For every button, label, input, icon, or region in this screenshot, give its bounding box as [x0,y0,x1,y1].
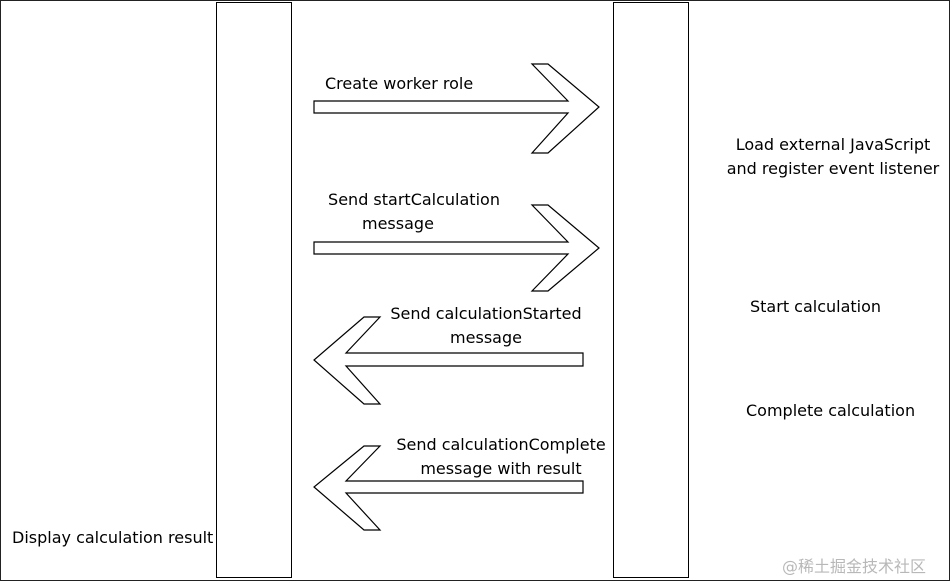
arrow-create-worker [313,63,600,154]
watermark: @稀土掘金技术社区 [782,557,927,576]
note-line: Load external JavaScript [735,135,931,154]
arrow-start-calculation [313,204,600,292]
note-start-calculation: Start calculation [750,297,882,316]
note-line: and register event listener [726,159,940,178]
message-label-start-calculation: Send startCalculation message [318,188,510,236]
message-label-line: Send startCalculation [328,190,500,209]
message-label-line: message [362,214,434,233]
message-label-line: message [450,328,522,347]
note-display-result: Display calculation result [12,528,214,547]
note-load-javascript: Load external JavaScript and register ev… [722,133,944,181]
message-label-line: Create worker role [325,74,474,93]
message-label-line: Send calculationComplete [396,435,606,454]
message-label-create-worker: Create worker role [325,72,473,96]
message-label-line: Send calculationStarted [390,304,582,323]
message-label-calculation-started: Send calculationStarted message [386,302,586,350]
message-label-calculation-complete: Send calculationComplete message with re… [386,433,616,481]
worker-lifeline [613,2,689,578]
main-thread-lifeline [216,2,292,578]
arrow-calculation-complete [313,445,584,531]
note-complete-calculation: Complete calculation [746,401,916,420]
message-label-line: message with result [420,459,582,478]
arrow-calculation-started [313,316,584,405]
